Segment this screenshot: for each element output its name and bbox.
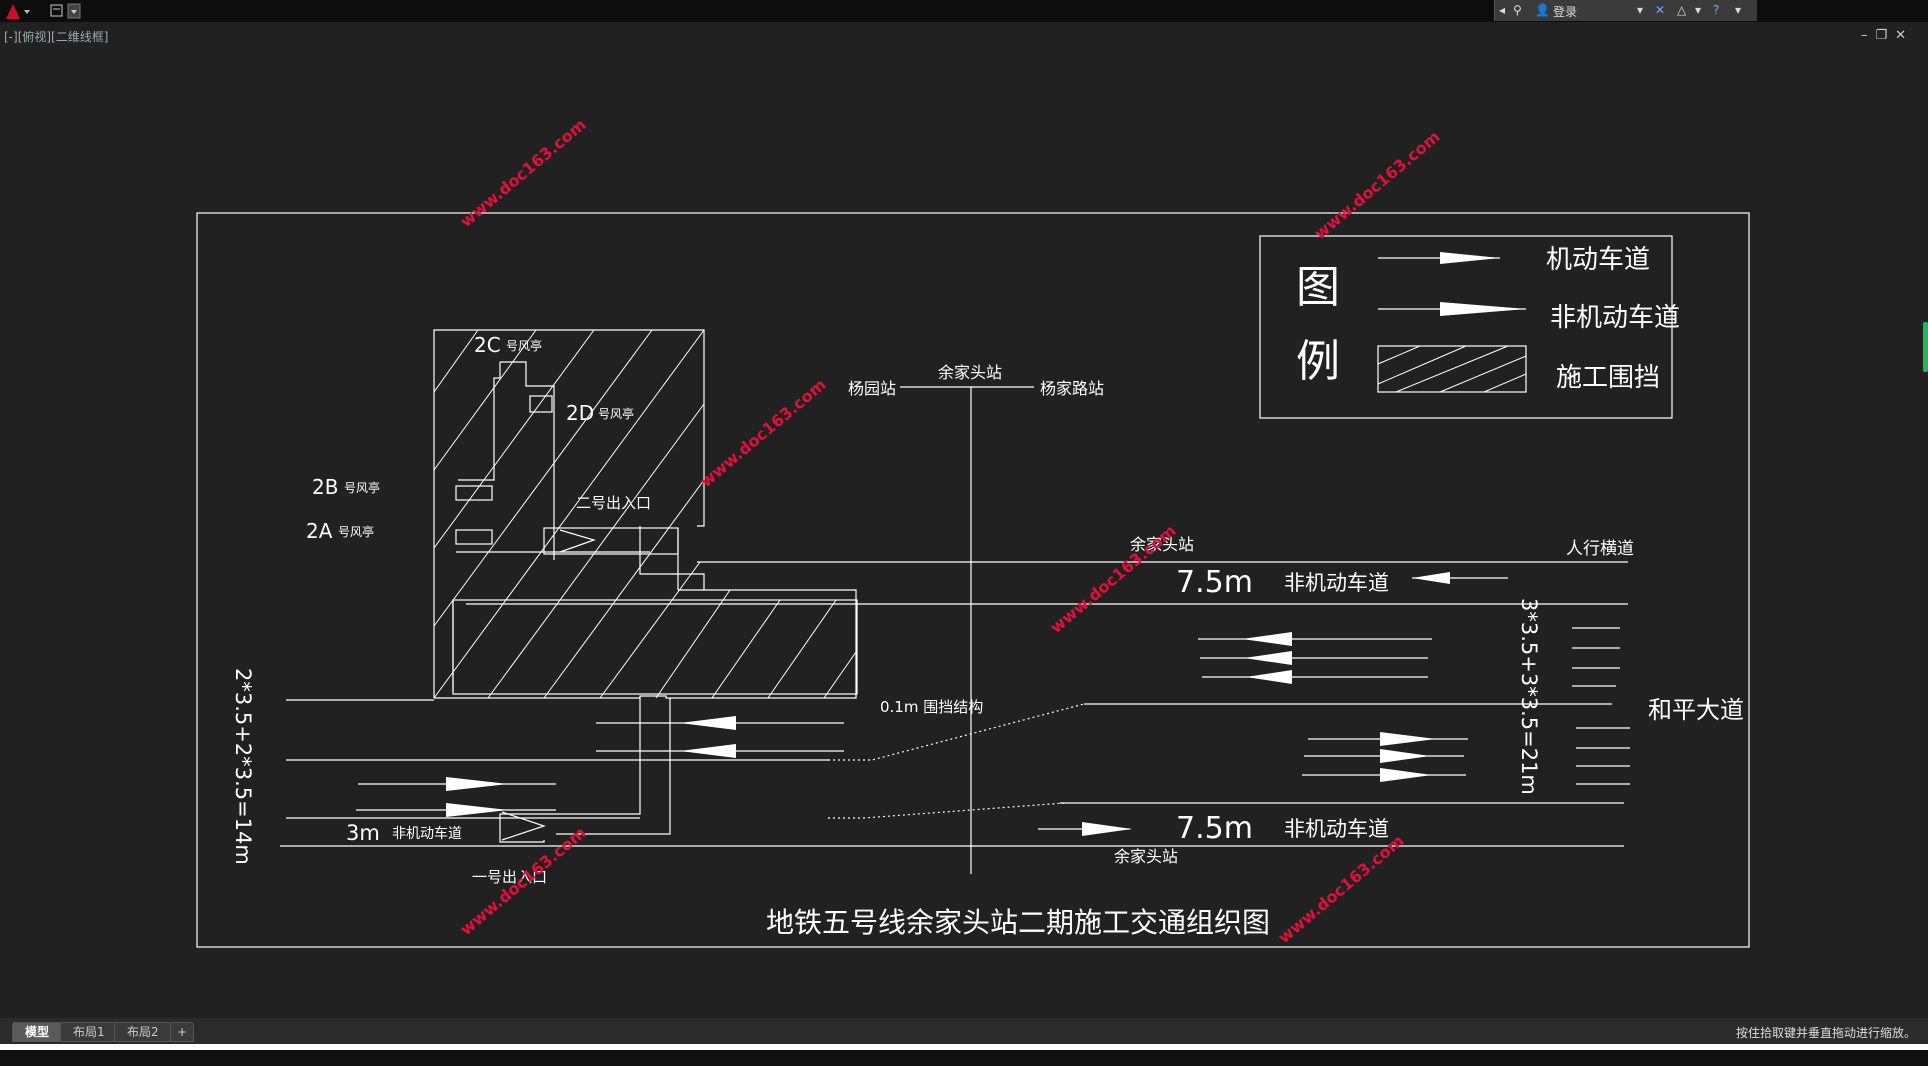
quick-access-toolbar[interactable] — [48, 2, 84, 20]
lane-arrow-right — [1380, 732, 1436, 746]
drawing-frame — [196, 212, 1750, 948]
exchange-icon[interactable]: ✕ — [1655, 3, 1666, 17]
legend-motor-label: 机动车道 — [1546, 245, 1650, 275]
lane-arrow-left — [1242, 632, 1292, 646]
chevron-down-icon[interactable]: ▾ — [1735, 3, 1742, 17]
binoculars-icon[interactable]: ⚲ — [1513, 3, 1522, 17]
svg-text:号风亭: 号风亭 — [598, 406, 634, 421]
svg-text:号风亭: 号风亭 — [506, 338, 542, 353]
watermark: www.doc163.com — [456, 115, 589, 231]
left-non-motor: 非机动车道 — [392, 825, 462, 842]
retaining-label: 0.1m 围挡结构 — [880, 698, 983, 716]
legend-nonmotor-arrow — [1440, 302, 1526, 316]
window-controls[interactable]: –❐✕ — [1861, 28, 1914, 43]
crosswalk-stripes — [1572, 627, 1630, 785]
non-motor-bottom: 非机动车道 — [1284, 817, 1389, 841]
close-icon[interactable]: ✕ — [1895, 28, 1914, 43]
legend-box — [1259, 235, 1673, 419]
chevron-down-icon — [24, 10, 30, 14]
road-name: 和平大道 — [1648, 696, 1744, 724]
user-toolbar: ◂ ⚲ 👤 登录 ▾ ✕ △ ▾ ? ▾ — [1494, 0, 1757, 21]
app-menu-button[interactable] — [2, 1, 32, 21]
drawing-title: 地铁五号线余家头站二期施工交通组织图 — [766, 906, 1270, 939]
svg-text:号风亭: 号风亭 — [338, 524, 374, 539]
exit-1-label: 一号出入口 — [472, 868, 547, 886]
watermark: www.doc163.com — [1310, 127, 1443, 243]
station-mid-label: 余家头站 — [1130, 535, 1194, 554]
legend-hatch — [1377, 345, 1527, 393]
tab-model[interactable]: 模型 — [12, 1022, 63, 1042]
watermark: www.doc163.com — [696, 375, 829, 491]
open-file-icon[interactable] — [50, 4, 63, 17]
legend-heading-2: 例 — [1296, 336, 1340, 387]
lane-width-top: 7.5m — [1176, 565, 1253, 600]
user-icon: 👤 — [1535, 3, 1550, 17]
taskbar — [0, 1050, 1928, 1066]
lane-width-bottom: 7.5m — [1176, 811, 1253, 846]
non-motor-top: 非机动车道 — [1284, 571, 1389, 595]
legend-nonmotor-label: 非机动车道 — [1550, 303, 1680, 333]
vent-2b: 2B — [312, 475, 338, 499]
vent-2c: 2C — [474, 333, 501, 357]
viewport-controls[interactable]: [-][俯视][二维线框] — [4, 30, 109, 44]
minimize-icon[interactable]: – — [1860, 28, 1876, 43]
status-hint: 按住拾取键并垂直拖动进行缩放。 — [1735, 1026, 1916, 1040]
svg-text:号风亭: 号风亭 — [344, 480, 380, 495]
a360-icon[interactable]: △ — [1677, 3, 1687, 17]
legend-motor-arrow — [1440, 252, 1500, 264]
left-3m: 3m — [346, 821, 380, 845]
legend-heading-1: 图 — [1296, 262, 1340, 313]
arrow-left-icon[interactable]: ◂ — [1499, 3, 1506, 17]
drawing-canvas[interactable]: 图 例 机动车道 非机动车道 施工围挡 杨园站 余家头站 杨家路站 2C 号风亭… — [0, 22, 1928, 1018]
help-icon[interactable]: ? — [1713, 3, 1720, 17]
station-bottom-label: 余家头站 — [1114, 847, 1178, 866]
watermark: www.doc163.com — [1046, 521, 1179, 637]
login-button[interactable]: 登录 — [1553, 5, 1578, 19]
legend-barrier-label: 施工围挡 — [1556, 363, 1660, 393]
tab-layout2[interactable]: 布局2 — [114, 1022, 172, 1042]
autocad-logo-icon — [6, 4, 20, 19]
title-bar: ◂ ⚲ 👤 登录 ▾ ✕ △ ▾ ? ▾ — [0, 0, 1928, 22]
layout-tab-bar: 模型 布局1 布局2 + — [0, 1018, 1928, 1044]
crosswalk-label: 人行横道 — [1566, 539, 1634, 559]
watermark: www.doc163.com — [1274, 831, 1407, 947]
exit-2-label: 二号出入口 — [576, 494, 651, 512]
vent-2d: 2D — [566, 401, 594, 425]
chevron-down-icon[interactable]: ▾ — [1695, 3, 1702, 17]
station-left: 杨园站 — [848, 379, 896, 398]
tab-layout1[interactable]: 布局1 — [60, 1022, 118, 1042]
left-dimension: 2*3.5+2*3.5=14m — [231, 668, 255, 865]
scrollbar-thumb[interactable] — [1923, 322, 1928, 372]
add-layout-button[interactable]: + — [170, 1022, 195, 1042]
vent-2a: 2A — [306, 519, 333, 543]
legend-barrier-sample — [1377, 345, 1527, 393]
barrier-hatch — [433, 329, 857, 699]
station-center: 余家头站 — [938, 363, 1002, 382]
right-dimension: 3*3.5+3*3.5=21m — [1517, 598, 1541, 795]
station-right: 杨家路站 — [1040, 379, 1104, 398]
restore-icon[interactable]: ❐ — [1875, 28, 1896, 43]
chevron-down-icon[interactable]: ▾ — [1637, 3, 1644, 17]
